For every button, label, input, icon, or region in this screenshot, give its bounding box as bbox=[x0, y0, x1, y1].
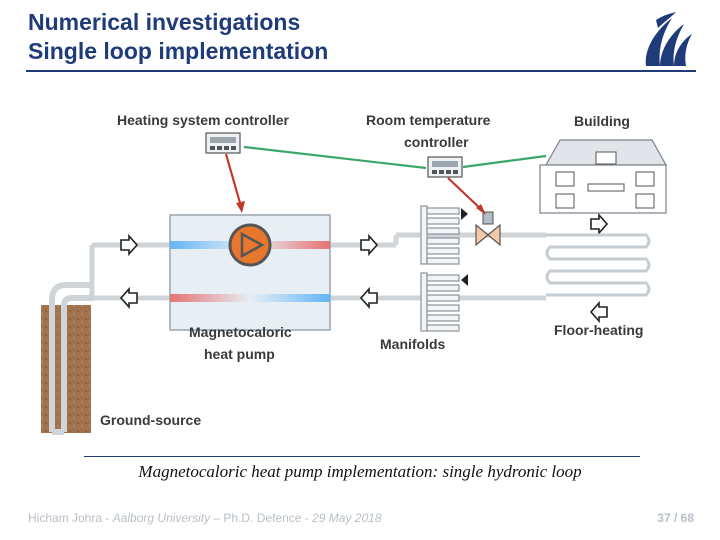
building-icon bbox=[539, 139, 668, 214]
manifold-indicator-icon bbox=[461, 208, 468, 220]
heating-controller-icon bbox=[205, 132, 241, 154]
floor-heating-coil bbox=[545, 233, 651, 297]
label-room-temperature-line1: Room temperature bbox=[366, 112, 491, 128]
footer-event: – Ph.D. Defence - bbox=[210, 511, 313, 525]
system-diagram: Heating system controller Room temperatu… bbox=[41, 112, 668, 435]
slide-title: Numerical investigations Single loop imp… bbox=[28, 8, 588, 66]
label-room-temperature-line2: controller bbox=[404, 134, 469, 150]
footer-date: 29 May 2018 bbox=[312, 511, 382, 525]
arrow-right-icon bbox=[360, 233, 379, 257]
arrow-left-icon bbox=[359, 286, 378, 310]
control-signal-lines bbox=[224, 145, 547, 215]
university-logo-icon bbox=[645, 12, 692, 66]
caption-divider bbox=[84, 456, 640, 457]
heat-pump-cold-channel bbox=[170, 294, 330, 302]
title-line-1: Numerical investigations bbox=[28, 9, 301, 35]
red-signal-line bbox=[447, 177, 485, 213]
arrow-left-icon bbox=[119, 286, 138, 310]
footer-author: Hicham Johra - bbox=[28, 511, 113, 525]
page-number: 37 / 68 bbox=[657, 511, 694, 525]
pump-icon bbox=[228, 223, 272, 267]
footer-university: Aalborg University bbox=[112, 511, 211, 525]
room-temperature-controller-icon bbox=[427, 156, 463, 178]
arrow-right-icon bbox=[120, 233, 139, 257]
label-ground-source: Ground-source bbox=[100, 412, 201, 428]
title-line-2: Single loop implementation bbox=[28, 38, 329, 64]
red-signal-line bbox=[224, 153, 244, 211]
mixing-valve-icon bbox=[475, 211, 501, 247]
footer-text: Hicham Johra - Aalborg University – Ph.D… bbox=[28, 511, 382, 525]
heat-pump bbox=[169, 214, 331, 331]
borehole-pipe bbox=[49, 282, 94, 432]
figure-caption: Magnetocaloric heat pump implementation:… bbox=[138, 462, 582, 481]
manifolds bbox=[420, 205, 468, 332]
label-heat-pump-line1: Magnetocaloric bbox=[189, 324, 292, 340]
manifold-indicator-icon bbox=[461, 274, 468, 286]
label-heat-pump-line2: heat pump bbox=[204, 346, 275, 362]
label-building: Building bbox=[574, 113, 630, 129]
label-floor-heating: Floor-heating bbox=[554, 322, 643, 338]
green-signal-line bbox=[243, 145, 427, 170]
title-divider bbox=[26, 70, 696, 72]
flow-arrows bbox=[119, 212, 609, 324]
label-heating-system-controller: Heating system controller bbox=[117, 112, 289, 128]
ground-source bbox=[41, 282, 94, 435]
label-manifolds: Manifolds bbox=[380, 336, 446, 352]
arrow-left-icon bbox=[589, 300, 608, 324]
arrow-right-icon bbox=[590, 212, 609, 236]
